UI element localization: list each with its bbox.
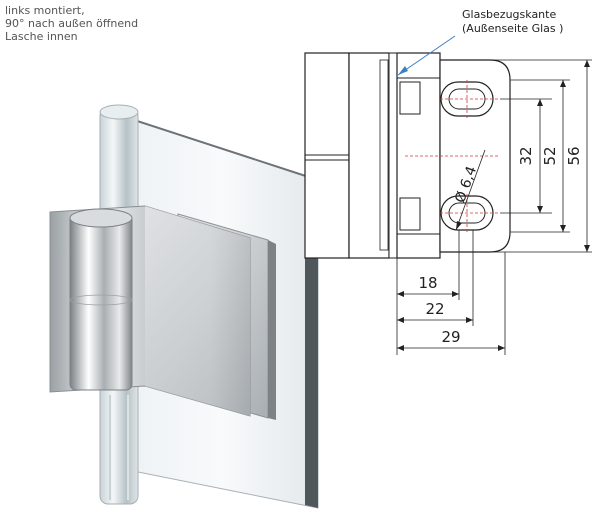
dim-22: 22 xyxy=(425,300,444,318)
mounting-note-line-2: 90° nach außen öffnend xyxy=(5,17,139,30)
dim-52: 52 xyxy=(541,146,559,165)
dim-56: 56 xyxy=(565,146,583,165)
mounting-note-line-1: links montiert, xyxy=(5,4,85,17)
glass-edge xyxy=(305,176,318,508)
callout-leader xyxy=(397,35,456,76)
vertical-dimensions xyxy=(490,59,592,253)
mounting-note: links montiert, 90° nach außen öffnend L… xyxy=(5,4,138,43)
callout-line-2: (Außenseite Glas ) xyxy=(462,22,563,35)
mounting-note-line-3: Lasche innen xyxy=(5,30,78,43)
horizontal-dimensions xyxy=(396,230,506,355)
dim-18: 18 xyxy=(418,274,437,292)
callout-line-1: Glasbezugskante xyxy=(462,8,556,21)
diameter-leader xyxy=(455,149,486,231)
dim-32: 32 xyxy=(517,146,535,165)
dim-29: 29 xyxy=(441,328,460,346)
